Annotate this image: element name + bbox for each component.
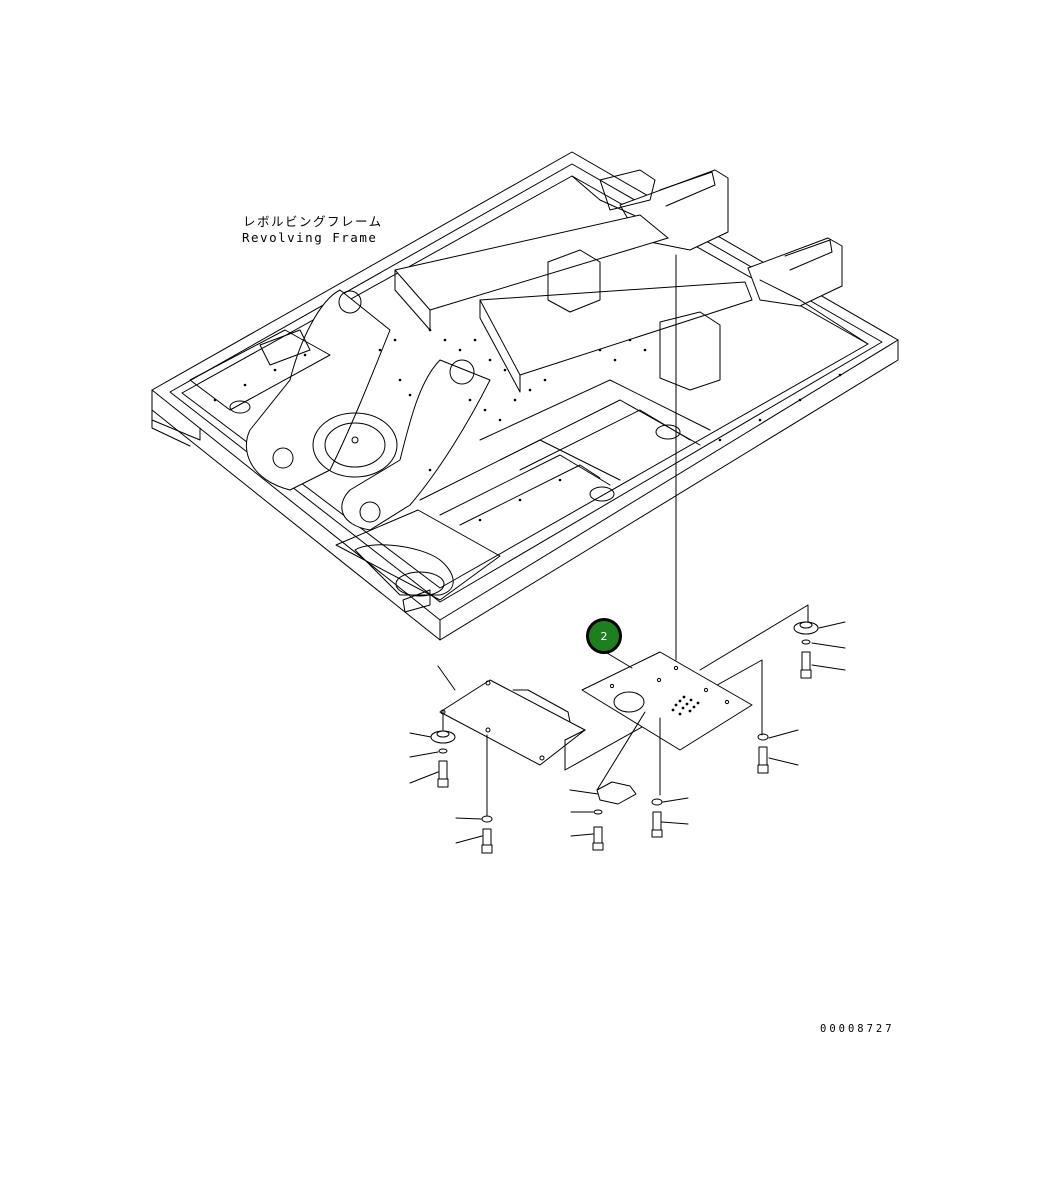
drawing-number: 00008727 — [820, 1023, 895, 1035]
fasteners — [409, 621, 846, 854]
small-round-cover — [569, 711, 646, 805]
frame-label-english: Revolving Frame — [242, 230, 378, 245]
callout-item-2[interactable]: 2 — [586, 618, 622, 654]
right-cover-plate — [581, 604, 809, 796]
frame-label-japanese: レボルビングフレーム — [243, 214, 383, 229]
left-cover-plate — [437, 659, 763, 771]
revolving-frame-drawing — [151, 151, 899, 641]
callout-number: 2 — [600, 629, 608, 643]
